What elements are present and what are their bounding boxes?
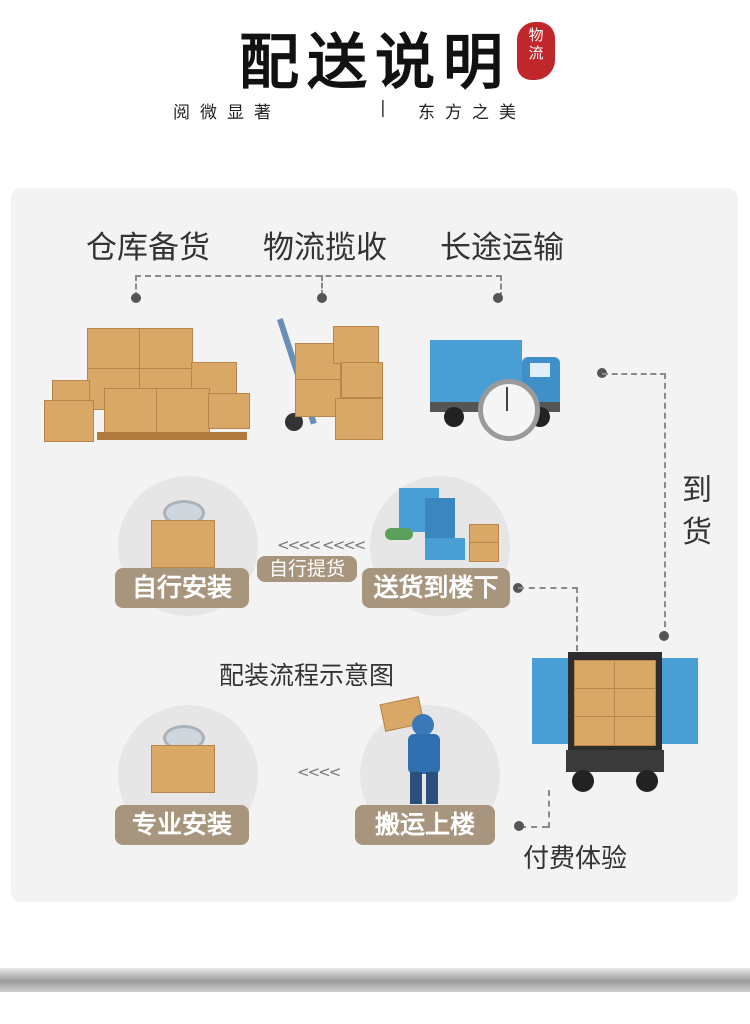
hand-truck-image: [265, 318, 390, 448]
pro-install-label: 专业安装: [115, 805, 249, 845]
arrows-left-icon-3: <<<<: [297, 763, 341, 781]
deliver-downstairs-label: 送货到楼下: [362, 568, 510, 608]
paid-experience-label: 付费体验: [523, 844, 628, 874]
step-dot-2: [317, 293, 327, 303]
flow-dot-carry: [514, 821, 524, 831]
flow-dot-arrive: [659, 631, 669, 641]
building-truck-image: [385, 488, 503, 564]
step-dot-1: [131, 293, 141, 303]
arrive-char-2: 货: [682, 515, 712, 550]
seal-char-2: 流: [528, 44, 544, 62]
worker-carrying-box-image: [379, 696, 450, 808]
step-pickup: 物流揽收: [263, 230, 387, 266]
self-install-label: 自行安装: [115, 568, 249, 608]
carry-upstairs-label: 搬运上楼: [355, 805, 495, 845]
flow-line-deliver: [518, 587, 578, 651]
flow-line-carry: [520, 826, 548, 828]
box-with-part-image-2: [145, 725, 225, 795]
steps-bracket-mid: [321, 275, 323, 296]
subtitle-left: 阅微显著: [173, 103, 281, 123]
warehouse-boxes-image: [42, 325, 252, 450]
subtitle-right: 东方之美: [418, 103, 526, 123]
arrows-left-icon: <<<<: [277, 536, 321, 554]
diagram-title: 配装流程示意图: [219, 661, 395, 690]
arrows-left-icon-2: <<<<: [322, 536, 366, 554]
self-pickup-label: 自行提货: [257, 556, 357, 582]
step-dot-3: [493, 293, 503, 303]
step-transport: 长途运输: [440, 230, 564, 266]
step-warehouse: 仓库备货: [86, 230, 210, 266]
arrive-char-1: 到: [682, 473, 712, 508]
arrive-label: 到 货: [680, 470, 714, 554]
seal-stamp: 物 流: [517, 22, 555, 80]
subtitle-separator: |: [380, 98, 386, 118]
bottom-divider-band: [0, 968, 750, 992]
steps-bracket: [135, 275, 502, 298]
flow-line-truck: [548, 790, 550, 828]
seal-char-1: 物: [528, 26, 544, 44]
open-truck-image: [532, 652, 698, 798]
truck-stopwatch-image: [430, 335, 580, 450]
flow-line-right: [602, 373, 666, 637]
box-with-part-image: [145, 500, 225, 570]
page-title: 配送说明: [239, 28, 511, 98]
